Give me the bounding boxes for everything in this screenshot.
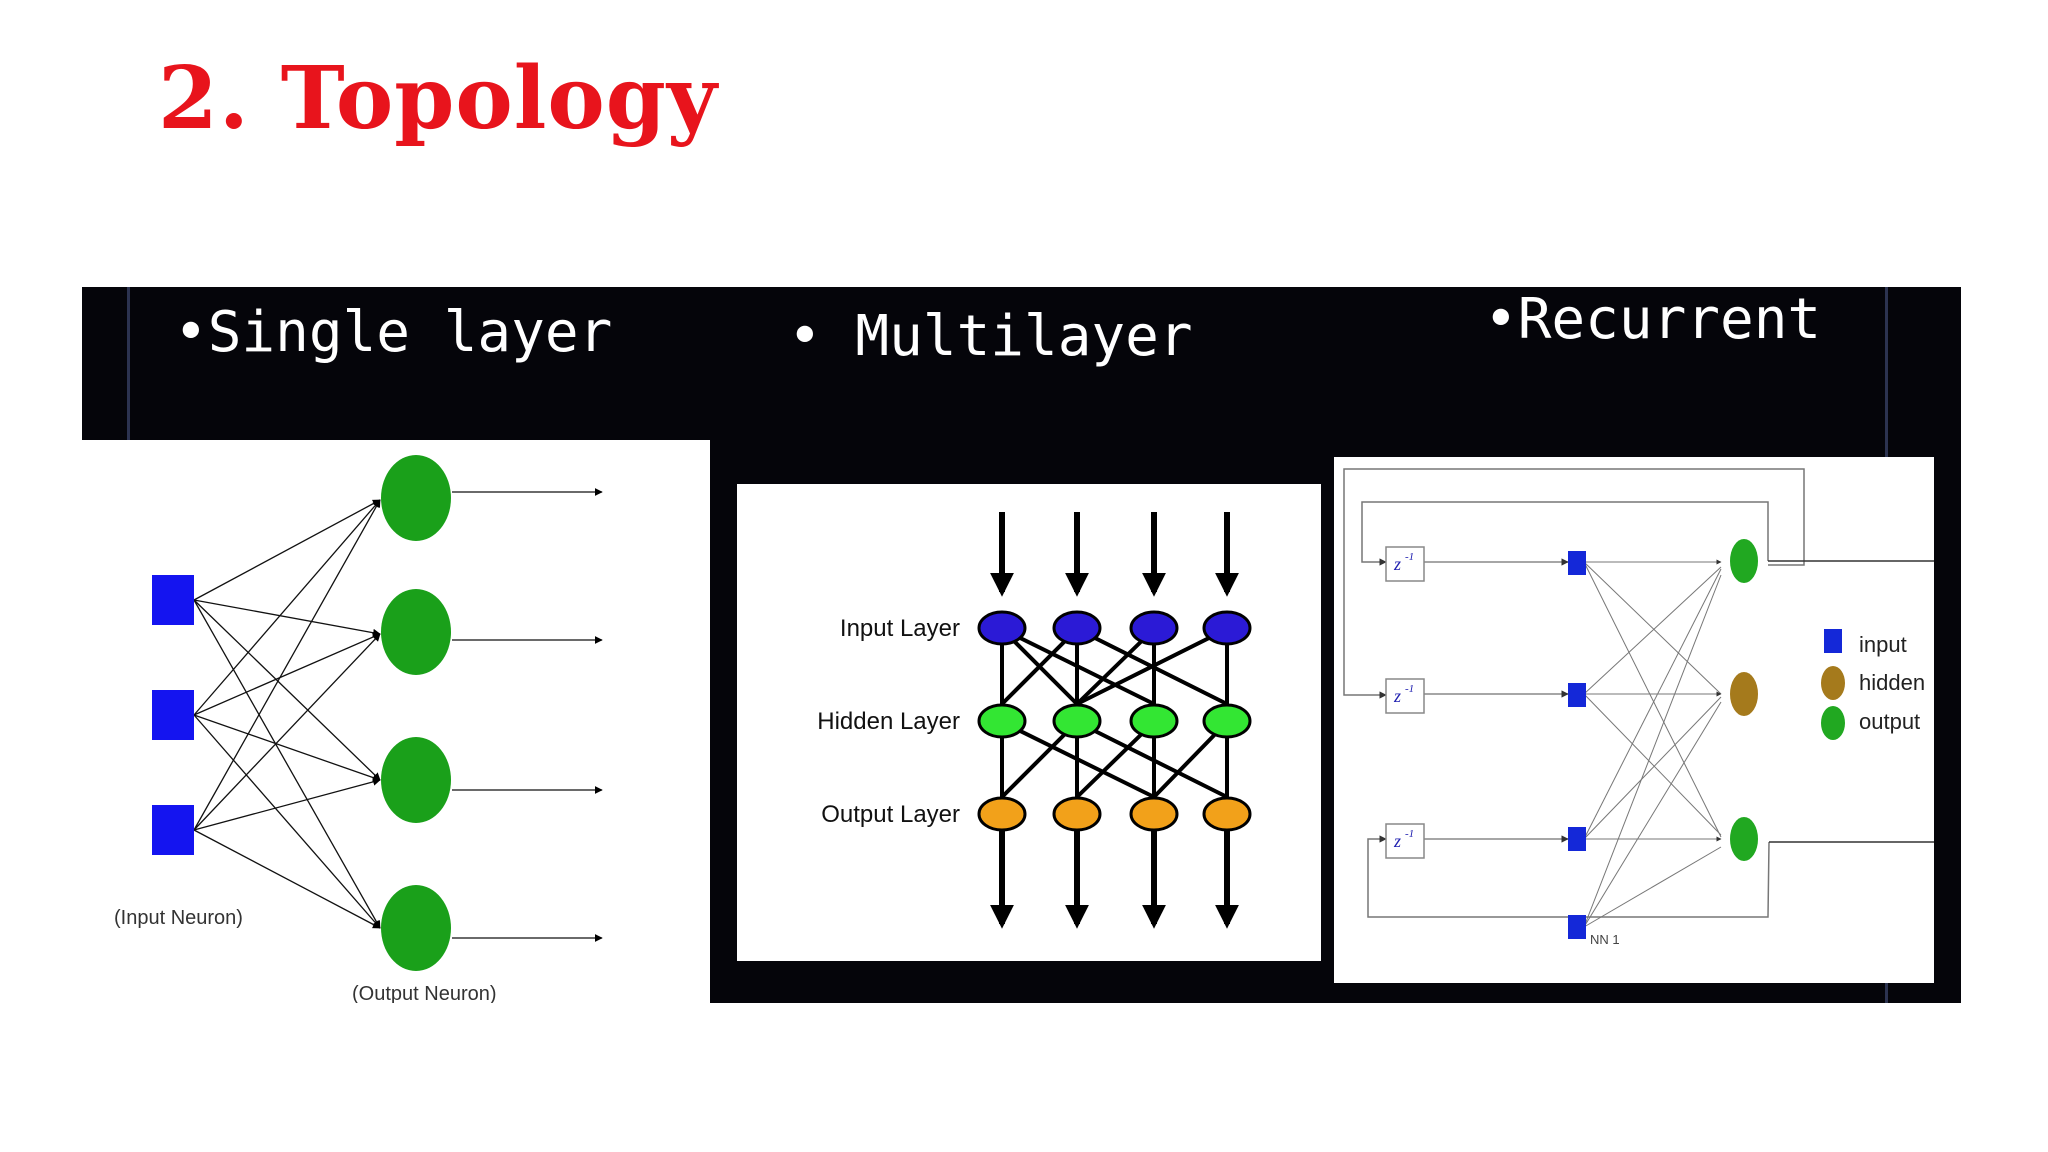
delay-unit	[1385, 678, 1425, 714]
recurrent-input-square	[1568, 827, 1586, 851]
delay-to-input-lines	[1424, 558, 1569, 843]
recurrent-input-square	[1568, 683, 1586, 707]
input-neuron-square	[152, 575, 194, 625]
input-neuron-square	[152, 805, 194, 855]
output-neuron-circle	[381, 455, 451, 541]
feedback-loops	[1343, 468, 1805, 918]
input-layer-node	[1052, 610, 1102, 646]
output-neuron-circle	[381, 737, 451, 823]
input-layer-node	[1129, 610, 1179, 646]
output-layer-label: Output Layer	[821, 801, 960, 828]
output-layer-node	[1129, 796, 1179, 832]
output-neuron-circle	[381, 885, 451, 971]
delay-symbol: z	[1393, 686, 1401, 706]
connection-lines	[193, 488, 603, 942]
multilayer-heading: • Multilayer	[788, 304, 1193, 369]
recurrent-output-node	[1730, 817, 1758, 861]
legend-hidden-label: hidden	[1859, 670, 1925, 695]
output-arrows	[990, 816, 1239, 929]
recurrent-input-square	[1568, 551, 1586, 575]
recurrent-bias-square	[1568, 915, 1586, 939]
slide-title: 2. Topology	[158, 48, 718, 149]
bias-label: NN 1	[1590, 932, 1620, 947]
input-arrows	[990, 512, 1239, 597]
legend-input-label: input	[1859, 632, 1907, 657]
output-lines	[1768, 560, 1934, 843]
delay-unit	[1385, 823, 1425, 859]
recurrent-hidden-node	[1730, 672, 1758, 716]
hidden-layer-node	[1129, 703, 1179, 739]
recurrent-diagram: z -1 z -1 z -1 NN 1 input hidden	[1334, 457, 1934, 983]
output-layer-node	[1052, 796, 1102, 832]
delay-exponent: -1	[1405, 683, 1414, 695]
recurrent-heading: •Recurrent	[1484, 287, 1822, 352]
recurrent-output-node	[1730, 539, 1758, 583]
input-layer-node	[1202, 610, 1252, 646]
input-layer-node	[977, 610, 1027, 646]
legend-output-swatch	[1821, 706, 1845, 740]
legend-output-label: output	[1859, 709, 1920, 734]
delay-symbol: z	[1393, 831, 1401, 851]
hidden-layer-label: Hidden Layer	[817, 708, 960, 735]
delay-symbol: z	[1393, 554, 1401, 574]
delay-units	[1385, 546, 1425, 859]
delay-exponent: -1	[1405, 551, 1414, 563]
input-neuron-caption: (Input Neuron)	[114, 907, 243, 929]
topology-panel: •Single layer • Multilayer •Recurrent	[82, 287, 1961, 1003]
hidden-layer-node	[977, 703, 1027, 739]
input-layer-label: Input Layer	[840, 615, 960, 642]
input-neuron-square	[152, 690, 194, 740]
single-layer-heading: •Single layer	[174, 300, 613, 365]
output-layer-node	[1202, 796, 1252, 832]
output-neuron-circle	[381, 589, 451, 675]
hidden-layer-node	[1052, 703, 1102, 739]
single-layer-diagram: (Input Neuron) (Output Neuron)	[82, 440, 710, 1003]
delay-exponent: -1	[1405, 828, 1414, 840]
weight-connections	[1583, 559, 1722, 928]
recurrent-legend: input hidden output	[1821, 629, 1925, 740]
output-layer-node	[977, 796, 1027, 832]
hidden-layer-node	[1202, 703, 1252, 739]
multilayer-diagram: Input Layer Hidden Layer Output Layer	[737, 484, 1321, 961]
delay-unit	[1385, 546, 1425, 582]
legend-hidden-swatch	[1821, 666, 1845, 700]
output-neuron-caption: (Output Neuron)	[352, 983, 497, 1003]
hidden-connections	[1000, 627, 1229, 799]
legend-input-swatch	[1824, 629, 1842, 653]
